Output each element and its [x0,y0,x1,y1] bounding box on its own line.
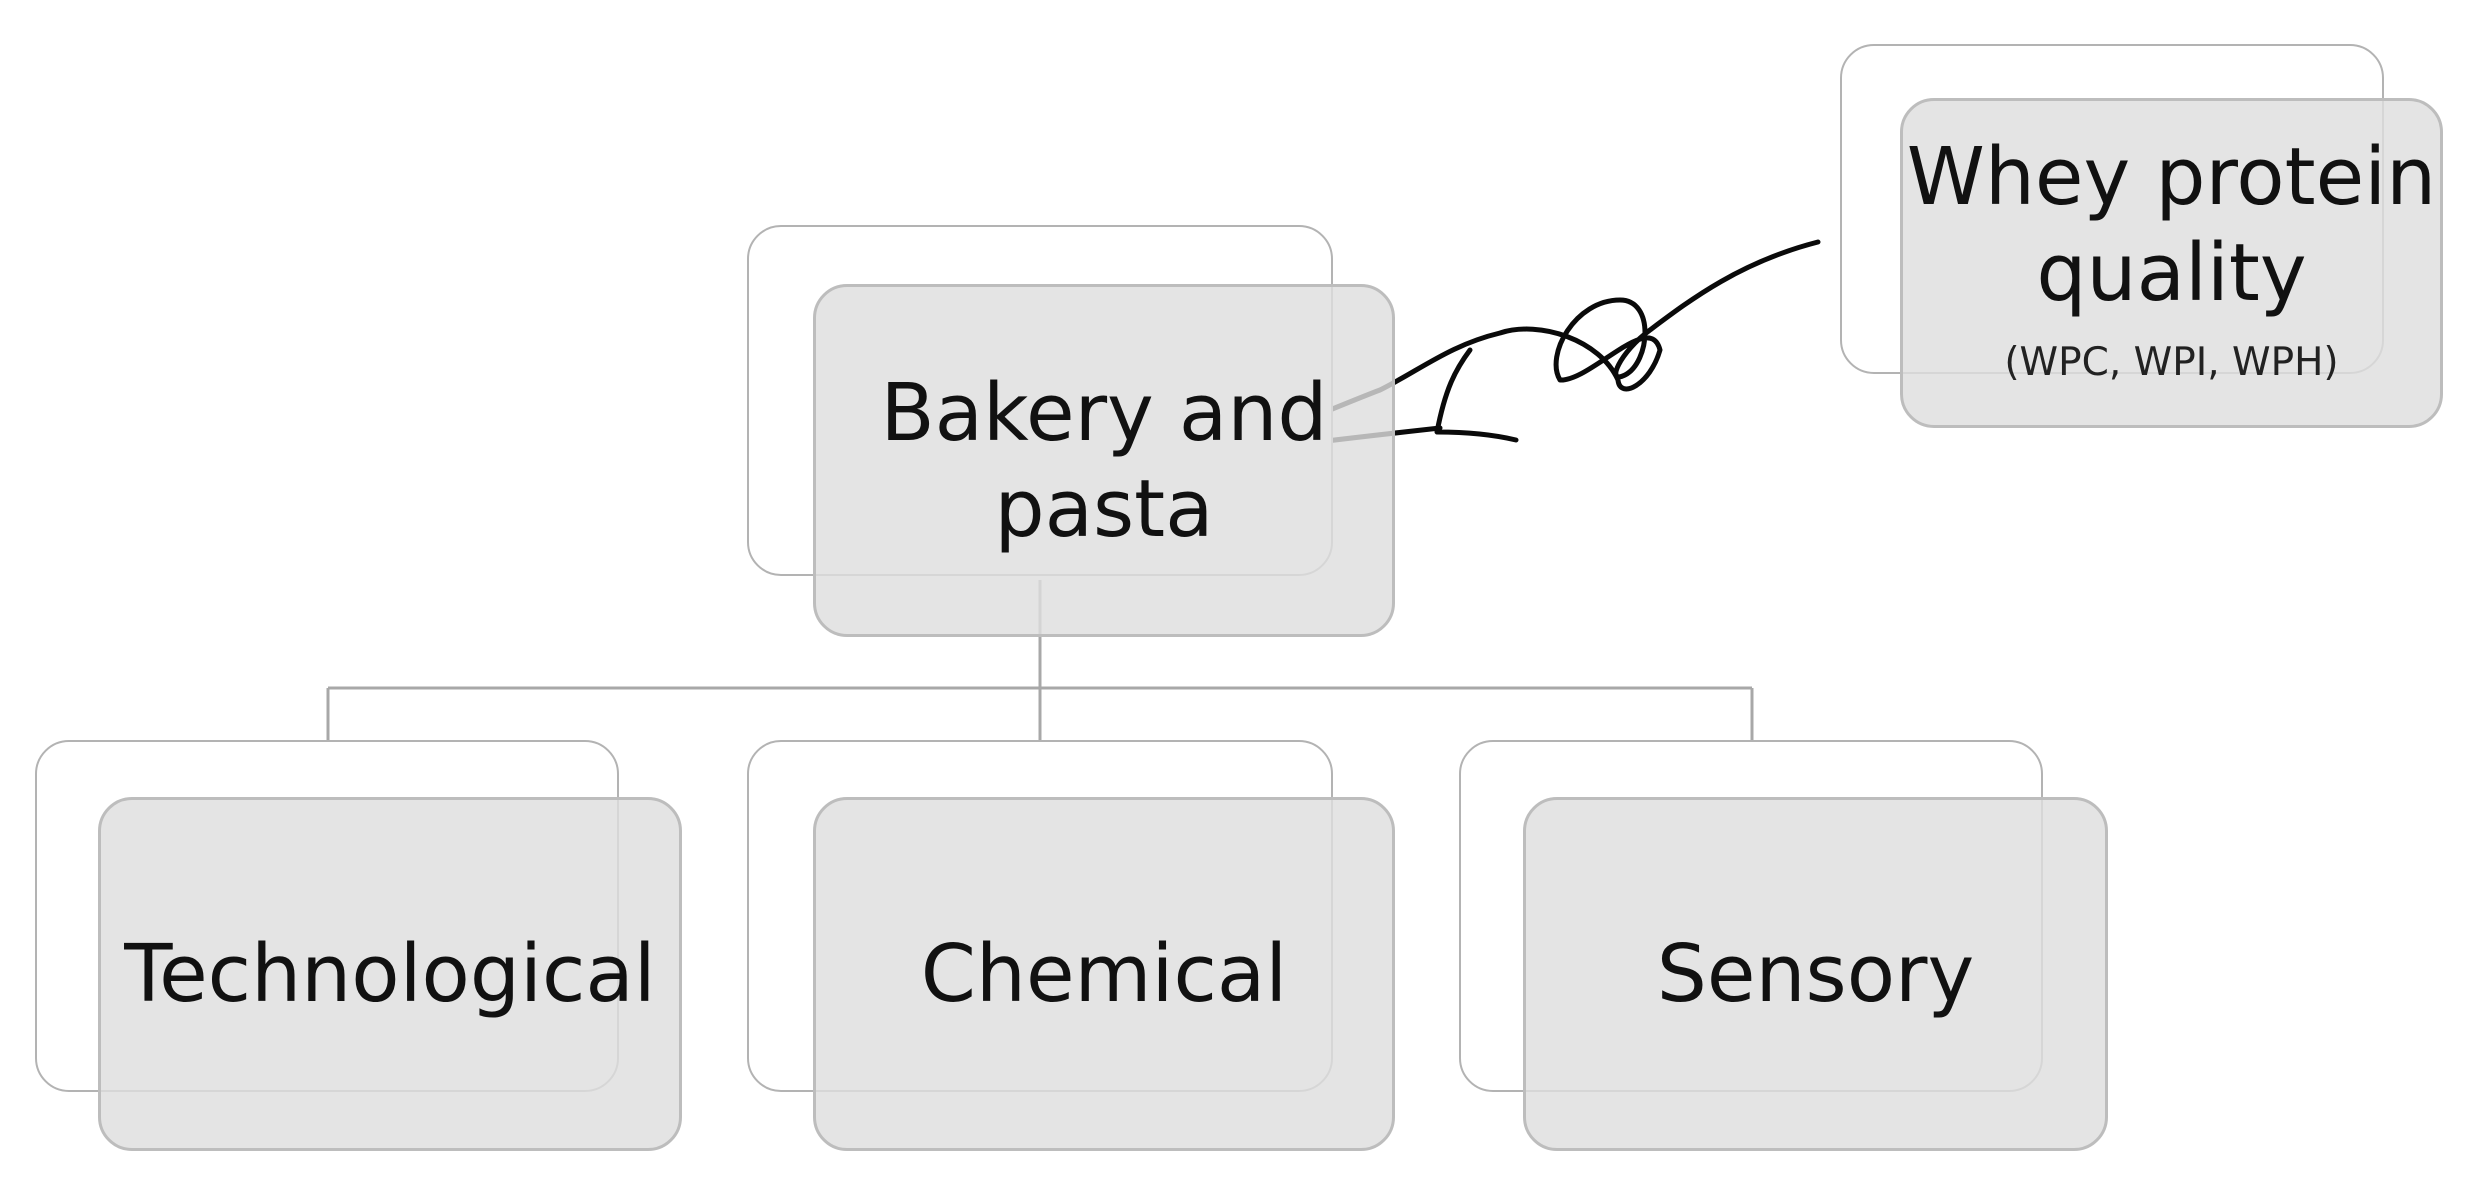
child-node-sensory: Sensory [1523,797,2108,1151]
root-label-line1: Bakery and [880,366,1328,459]
child-node-technological: Technological [98,797,682,1151]
child-label-chemical: Chemical [920,928,1288,1020]
source-label-line2: quality [2036,227,2307,319]
source-node-whey-protein-quality: Whey protein quality (WPC, WPI, WPH) [1900,98,2443,428]
child-node-chemical: Chemical [813,797,1395,1151]
root-node-bakery-and-pasta: Bakery and pasta [813,284,1395,637]
child-label-technological: Technological [124,928,656,1020]
source-label-sub: (WPC, WPI, WPH) [2004,340,2339,385]
source-label-line1: Whey protein [1906,131,2437,223]
child-label-sensory: Sensory [1656,928,1975,1020]
root-label-line2: pasta [994,462,1214,555]
